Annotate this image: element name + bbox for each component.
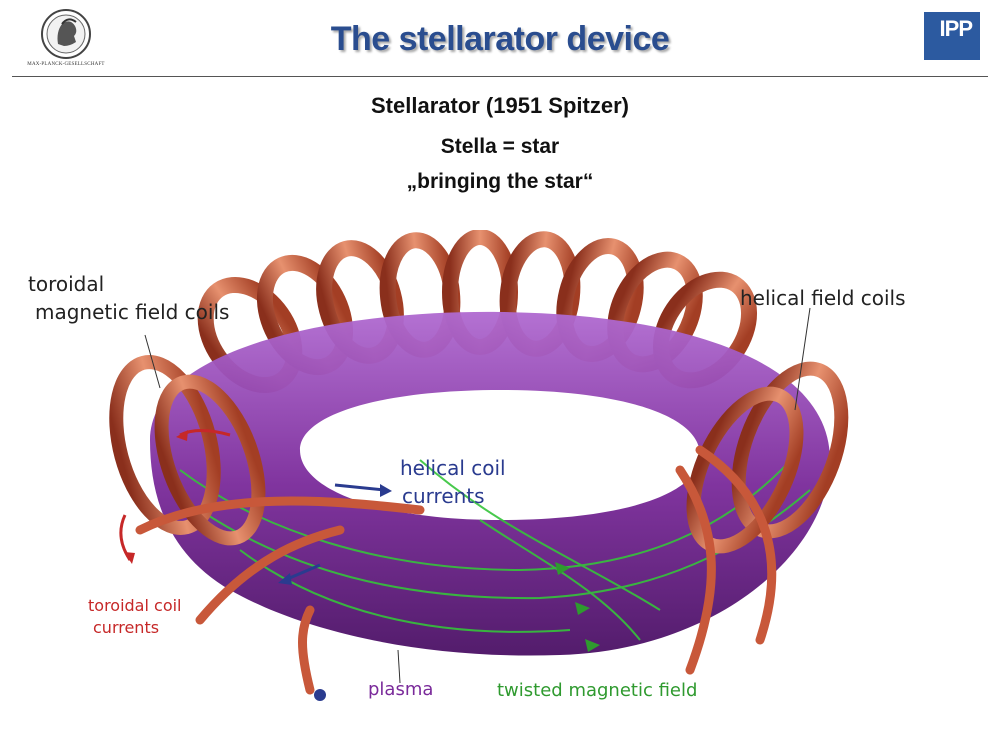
header-divider: [12, 76, 988, 77]
slide-title: The stellarator device: [330, 20, 670, 58]
slide-header: MAX-PLANCK-GESELLSCHAFT The stellarator …: [0, 0, 1000, 78]
label-helical-currents-line2: currents: [402, 484, 485, 508]
field-arrows: [555, 562, 600, 652]
field-lines: [179, 449, 811, 641]
label-toroidal-currents-line2: currents: [93, 618, 160, 637]
label-toroidal-coils-line2: magnetic field coils: [35, 300, 230, 324]
label-toroidal-currents-line1: toroidal coil: [88, 596, 182, 615]
helical-current-arrow: [278, 483, 392, 585]
subtitle-bringing-star: „bringing the star“: [406, 170, 594, 193]
stellarator-illustration: [109, 230, 849, 701]
stellarator-diagram: toroidal magnetic field coils helical fi…: [0, 230, 1000, 750]
max-planck-logo-text: MAX-PLANCK-GESELLSCHAFT: [27, 62, 105, 67]
label-toroidal-coils-line1: toroidal: [28, 272, 105, 296]
helical-coils: [135, 445, 777, 695]
label-helical-coils: helical field coils: [740, 286, 906, 310]
label-plasma: plasma: [368, 679, 434, 700]
current-dot-icon: [314, 689, 326, 701]
max-planck-logo: MAX-PLANCK-GESELLSCHAFT: [18, 8, 114, 67]
plasma-torus: [150, 311, 830, 656]
ipp-logo: IPP: [924, 12, 980, 60]
label-helical-currents-line1: helical coil: [400, 456, 506, 480]
subtitle-stella: Stella = star: [440, 135, 560, 158]
label-twisted-field: twisted magnetic field: [497, 680, 698, 701]
subtitle-stellarator: Stellarator (1951 Spitzer): [371, 93, 629, 118]
leader-lines: [144, 307, 811, 684]
minerva-seal-icon: [41, 9, 91, 59]
